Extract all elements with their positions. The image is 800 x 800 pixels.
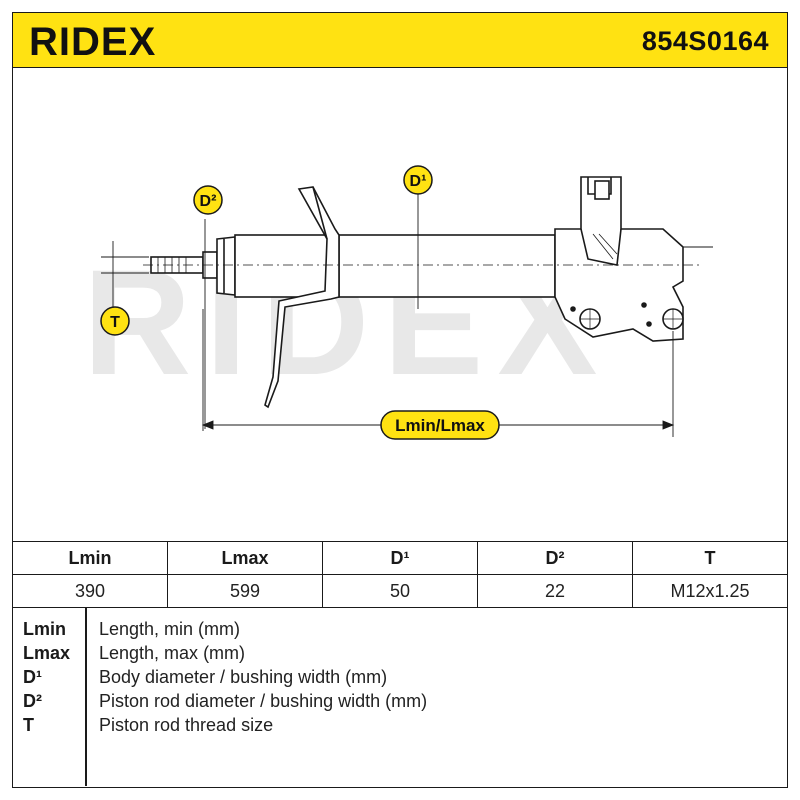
knuckle-bracket bbox=[554, 176, 684, 342]
spring-seat bbox=[264, 186, 340, 409]
header-bar: RIDEX 854S0164 bbox=[12, 12, 788, 68]
shock-absorber-drawing: RIDEX bbox=[83, 165, 713, 440]
svg-text:Lmin/Lmax: Lmin/Lmax bbox=[395, 416, 485, 435]
t-badge: T bbox=[100, 306, 130, 336]
svg-text:D¹: D¹ bbox=[410, 173, 427, 190]
header-lmin: Lmin bbox=[12, 541, 168, 575]
header-t: T bbox=[632, 541, 788, 575]
legend-item: T Piston rod thread size bbox=[13, 715, 789, 739]
legend-key: D² bbox=[23, 691, 42, 711]
svg-text:T: T bbox=[110, 314, 120, 331]
legend-desc: Length, max (mm) bbox=[99, 643, 246, 663]
legend: Lmin Length, min (mm) Lmax Length, max (… bbox=[12, 607, 788, 788]
legend-item: D² Piston rod diameter / bushing width (… bbox=[13, 691, 789, 715]
ridex-logo: RIDEX bbox=[29, 21, 156, 61]
value-d2: 22 bbox=[477, 574, 633, 608]
legend-desc: Body diameter / bushing width (mm) bbox=[99, 667, 388, 687]
header-d1: D¹ bbox=[322, 541, 478, 575]
value-lmax: 599 bbox=[167, 574, 323, 608]
header-lmax: Lmax bbox=[167, 541, 323, 575]
specs-header-row: Lmin Lmax D¹ D² T bbox=[12, 541, 788, 575]
legend-key: Lmin bbox=[23, 619, 66, 639]
top-mount bbox=[216, 236, 236, 296]
legend-item: Lmin Length, min (mm) bbox=[13, 619, 789, 643]
svg-text:D²: D² bbox=[200, 193, 217, 210]
value-lmin: 390 bbox=[12, 574, 168, 608]
part-number: 854S0164 bbox=[641, 26, 769, 56]
legend-item: D¹ Body diameter / bushing width (mm) bbox=[13, 667, 789, 691]
damper-body bbox=[234, 234, 556, 298]
specs-value-row: 390 599 50 22 M12x1.25 bbox=[12, 574, 788, 608]
legend-divider bbox=[85, 607, 87, 786]
legend-key: Lmax bbox=[23, 643, 71, 663]
value-t: M12x1.25 bbox=[632, 574, 788, 608]
d2-badge: D² bbox=[193, 185, 223, 215]
legend-desc: Piston rod diameter / bushing width (mm) bbox=[99, 691, 428, 711]
legend-desc: Length, min (mm) bbox=[99, 619, 241, 639]
svg-text:RIDEX: RIDEX bbox=[29, 21, 156, 61]
legend-desc: Piston rod thread size bbox=[99, 715, 274, 735]
page-frame bbox=[12, 12, 788, 788]
legend-item: Lmax Length, max (mm) bbox=[13, 643, 789, 667]
legend-key: D¹ bbox=[23, 667, 42, 687]
header-d2: D² bbox=[477, 541, 633, 575]
legend-key: T bbox=[23, 715, 34, 735]
length-badge: Lmin/Lmax bbox=[380, 410, 500, 440]
value-d1: 50 bbox=[322, 574, 478, 608]
d1-badge: D¹ bbox=[403, 165, 433, 195]
specs-table: Lmin Lmax D¹ D² T 390 599 50 22 M12x1.25 bbox=[12, 541, 788, 608]
